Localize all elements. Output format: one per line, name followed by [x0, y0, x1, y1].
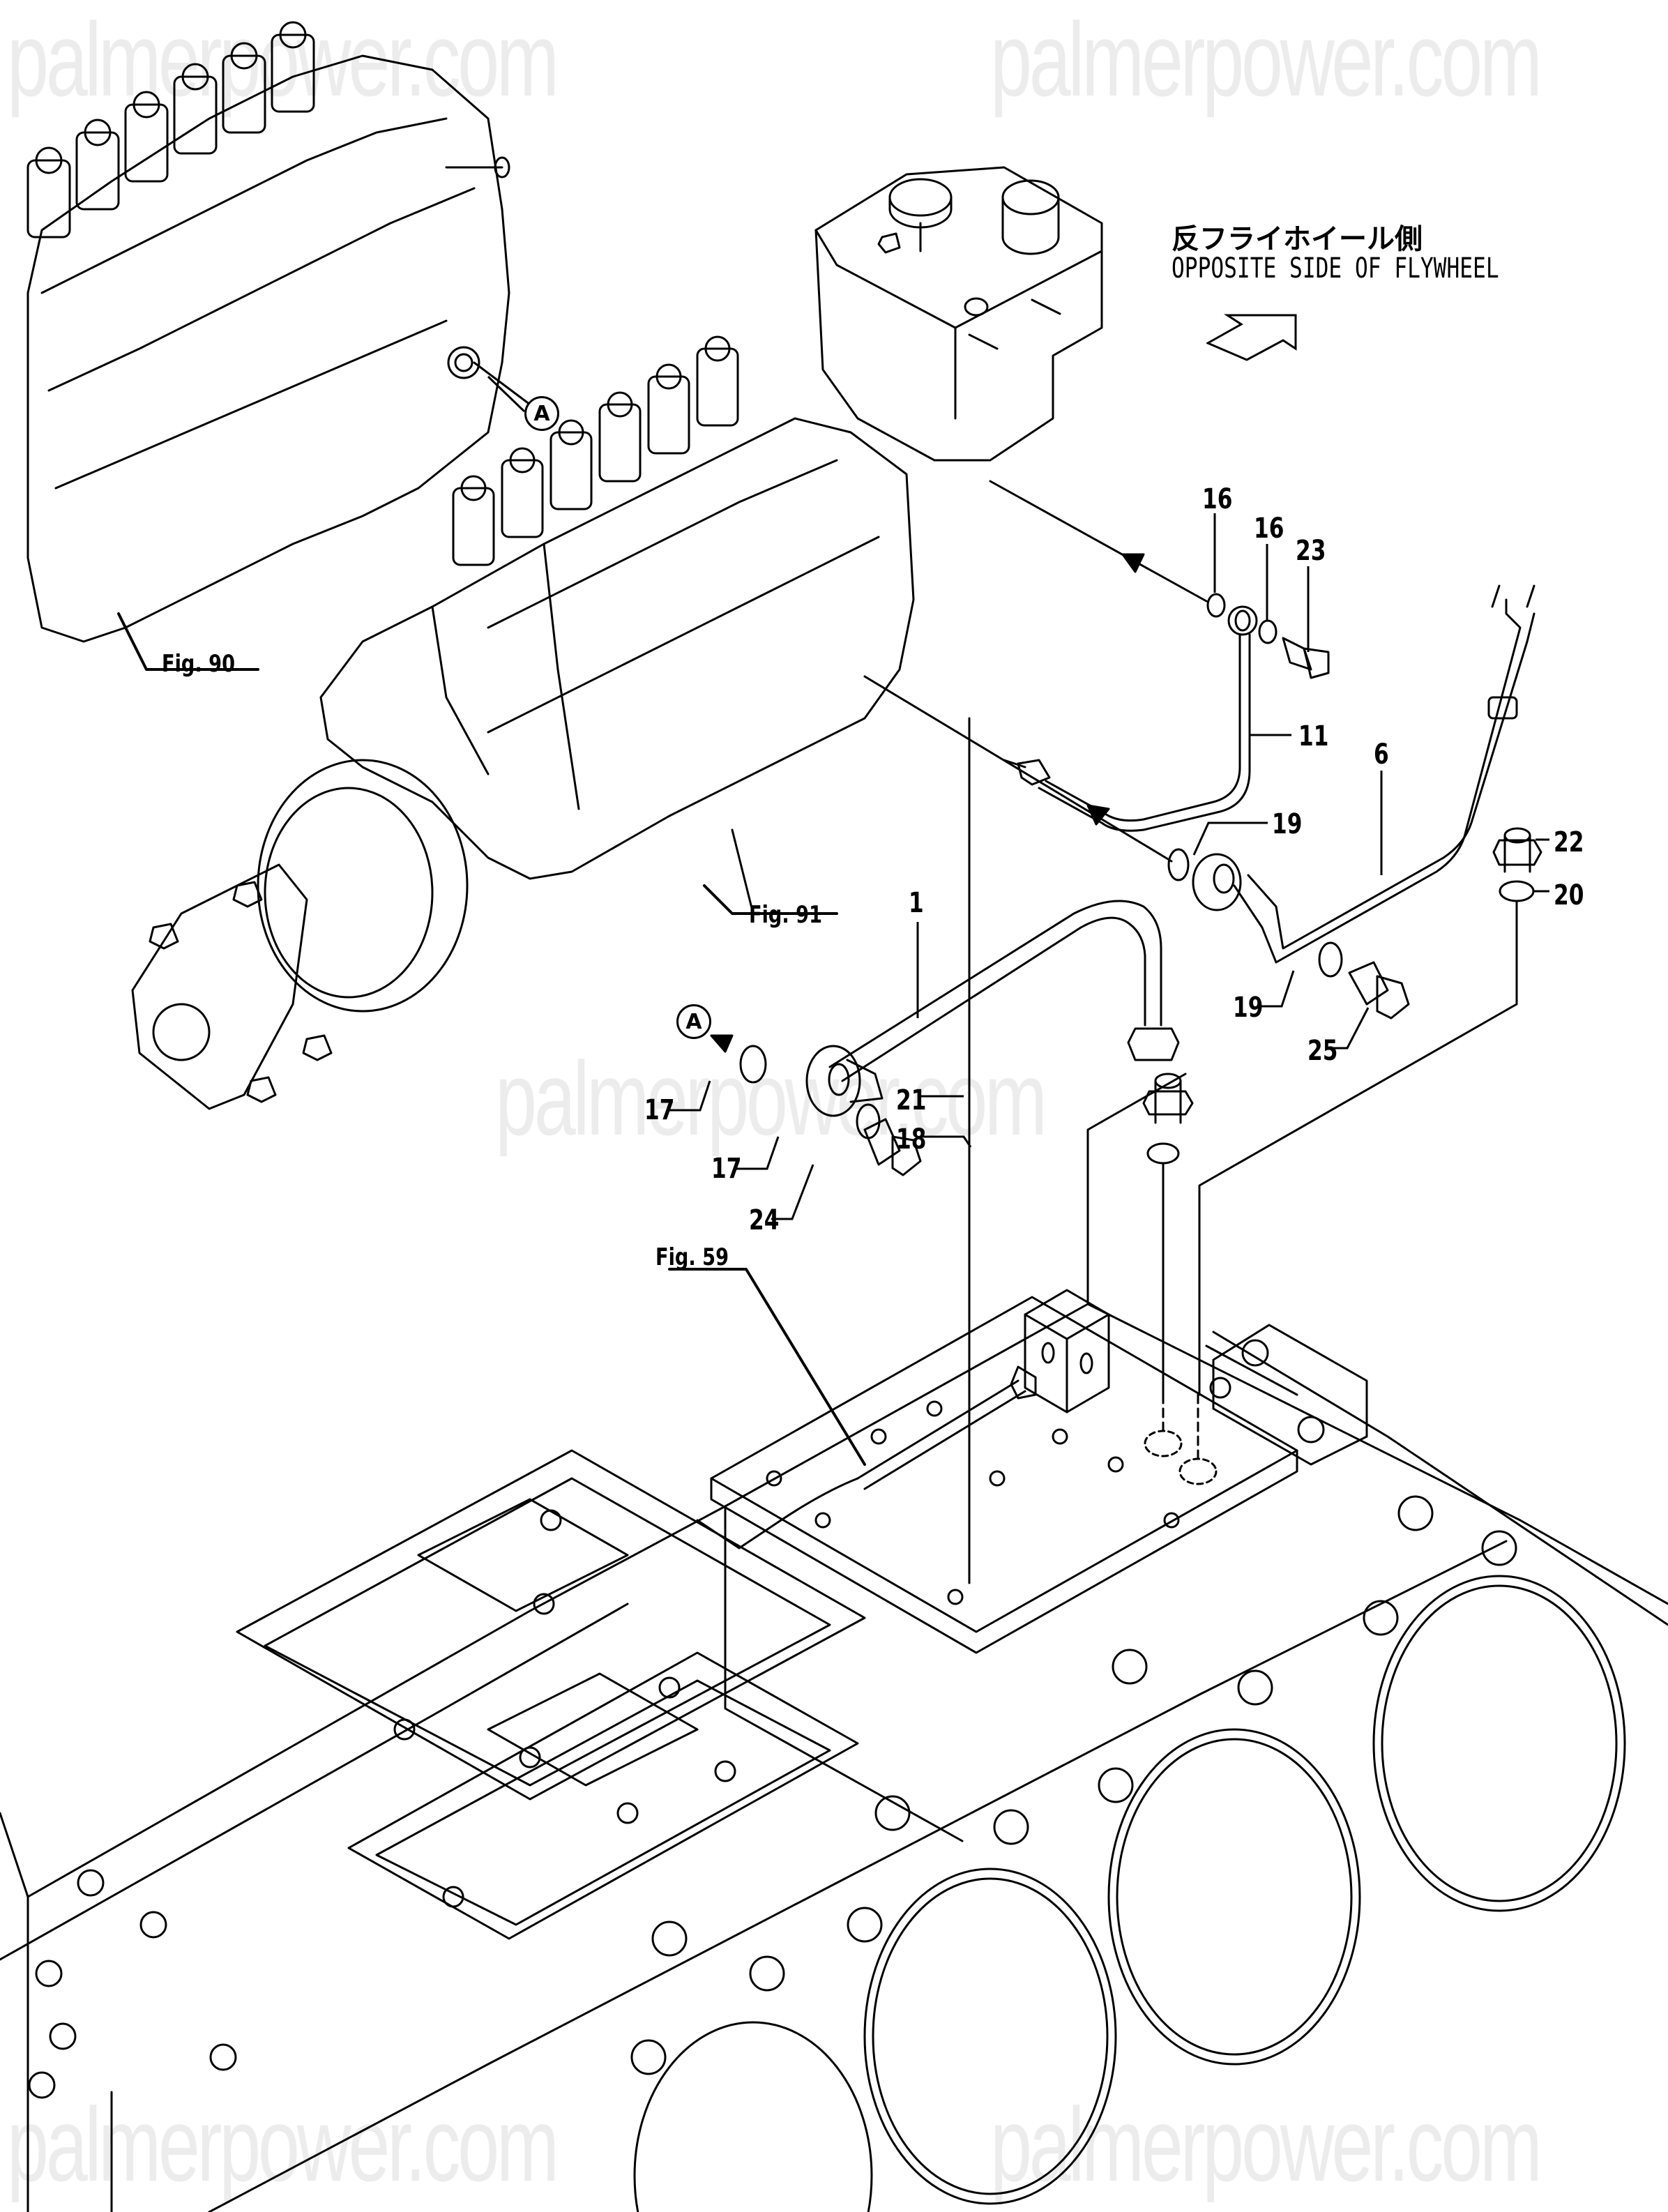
banjo-fitting [1193, 854, 1241, 910]
leader-17b [736, 1137, 778, 1169]
washer-17 [741, 1046, 766, 1082]
plunger-row [28, 22, 314, 237]
bearing-cap-frame [237, 1450, 865, 1939]
direction-label-en: OPPOSITE SIDE OF FLYWHEEL [1172, 252, 1499, 285]
reference-marker-a: A [676, 1004, 711, 1039]
figure-ref-fig59[interactable]: Fig. 59 [655, 1243, 729, 1271]
callout-19: 19 [1233, 992, 1264, 1024]
direction-arrow [1123, 554, 1144, 572]
watermark: palmerpower.com [7, 1, 559, 118]
oil-pipe-6 [1234, 586, 1534, 962]
callout-16: 16 [1254, 513, 1284, 545]
callout-21: 21 [896, 1084, 927, 1116]
washer-19 [1169, 849, 1188, 880]
plunger-row [453, 337, 738, 565]
oil-pipe-11 [1004, 607, 1257, 831]
leader-19a [1194, 823, 1268, 855]
direction-arrow [1088, 805, 1109, 824]
injection-pump-fig90 [28, 22, 530, 669]
flange-plate [1211, 1325, 1367, 1464]
direction-label-jp: 反フライホイール側 [1172, 223, 1423, 255]
leader-17a [669, 1081, 710, 1110]
washer-16 [1208, 594, 1225, 616]
drive-coupling [132, 760, 467, 1109]
hollow-arrow-up-right-icon [1206, 293, 1304, 363]
leader-18 [920, 1137, 971, 1147]
union-22 [1494, 828, 1541, 872]
callout-16: 16 [1202, 483, 1233, 515]
callout-20: 20 [1554, 879, 1584, 911]
oil-pipe-1 [830, 901, 1178, 1081]
watermark: palmerpower.com [990, 1, 1542, 118]
banjo-bolt-24 [865, 1119, 920, 1175]
callout-24: 24 [749, 1204, 780, 1236]
watermark: palmerpower.com [7, 2086, 559, 2203]
callout-25: 25 [1307, 1035, 1338, 1067]
callout-1: 1 [909, 887, 924, 919]
washer-19 [1319, 943, 1342, 976]
callout-19: 19 [1272, 808, 1303, 840]
watermark: palmerpower.com [990, 2086, 1542, 2203]
leader-a-upper [488, 377, 524, 411]
direction-arrow [711, 1036, 732, 1052]
oil-manifold-plate [697, 1290, 1297, 1653]
banjo-bolt-25 [1349, 962, 1409, 1018]
banjo-fitting [807, 1046, 882, 1116]
leader-24 [771, 1165, 813, 1219]
callout-22: 22 [1554, 826, 1584, 858]
callout-18: 18 [896, 1123, 927, 1156]
cylinder-block [0, 1074, 1668, 2212]
reference-marker-a: A [524, 396, 559, 431]
callout-6: 6 [1374, 738, 1389, 771]
callout-11: 11 [1298, 720, 1329, 752]
union-21 [1144, 1074, 1192, 1123]
governor-actuator [816, 167, 1102, 460]
leader-19b [1261, 971, 1294, 1006]
figure-ref-fig90[interactable]: Fig. 90 [162, 650, 236, 678]
callout-23: 23 [1296, 535, 1326, 567]
injection-pump-fig91 [132, 167, 1102, 1109]
banjo-bolt-23 [1283, 638, 1328, 678]
watermark: palmerpower.com [495, 1040, 1047, 1157]
leader-25 [1332, 1008, 1368, 1048]
figure-ref-fig91[interactable]: Fig. 91 [749, 901, 823, 929]
